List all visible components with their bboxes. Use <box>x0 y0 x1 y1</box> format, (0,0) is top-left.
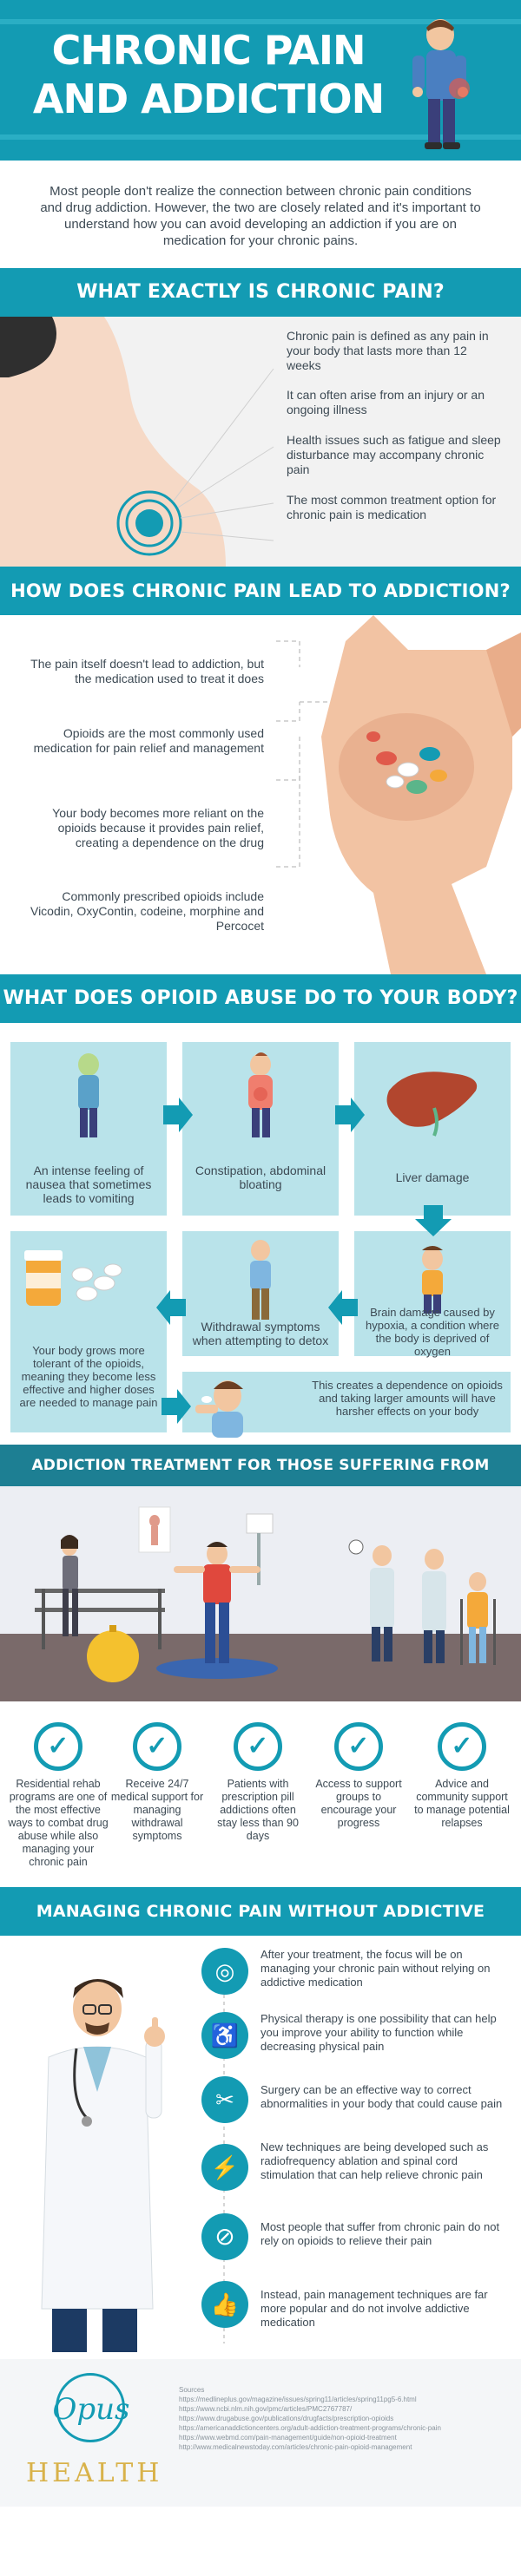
section1-fact-2: Health issues such as fatigue and sleep … <box>287 433 501 476</box>
source-link[interactable]: https://www.webmd.com/pain-management/gu… <box>179 2434 397 2442</box>
surgery-icon: ✂ <box>201 2076 248 2123</box>
target-icon: ◎ <box>201 1948 248 1995</box>
source-link[interactable]: http://www.medicalnewstoday.com/articles… <box>179 2443 412 2451</box>
logo[interactable]: Opus HEALTH <box>26 2373 163 2494</box>
section1-fact-0: Chronic pain is defined as any pain in y… <box>287 329 489 372</box>
section1-fact-1: It can often arise from an injury or an … <box>287 388 485 416</box>
manage-item-0: ◎ After your treatment, the focus will b… <box>201 1946 514 2000</box>
manage-item-text: Physical therapy is one possibility that… <box>260 2012 497 2053</box>
section5-body: ◎ After your treatment, the focus will b… <box>0 1936 521 2359</box>
physical-therapy-icon: ♿ <box>201 2012 248 2059</box>
source-link[interactable]: https://www.ncbi.nlm.nih.gov/pmc/article… <box>179 2405 353 2413</box>
shoulder-pain-illustration <box>0 317 274 567</box>
doctor-thumbs-up-illustration <box>41 1967 225 2352</box>
treatment-item-text: Access to support groups to encourage yo… <box>315 1778 402 1829</box>
check-icon: ✓ <box>133 1722 181 1771</box>
section2-fact-3: Commonly prescribed opioids include Vico… <box>30 889 264 933</box>
rehab-gym-illustration <box>0 1486 521 1701</box>
effect-brain-label: Brain damage caused by hypoxia, a condit… <box>366 1306 499 1358</box>
section1-fact-3: The most common treatment option for chr… <box>287 493 497 521</box>
opioid-effects-graphic <box>10 1042 511 1438</box>
effect-nausea-label: An intense feeling of nausea that someti… <box>25 1163 152 1205</box>
logo-word: HEALTH <box>26 2458 163 2488</box>
section3-title: WHAT DOES OPIOID ABUSE DO TO YOUR BODY? <box>3 987 518 1009</box>
treatment-item-text: Patients with prescription pill addictio… <box>217 1778 299 1842</box>
radio-frequency-icon: ⚡ <box>201 2144 248 2191</box>
hand-pills-illustration <box>276 615 521 974</box>
treatment-item-text: Receive 24/7 medical support for managin… <box>110 1778 204 1842</box>
section-title-addiction-treatment: ADDICTION TREATMENT FOR THOSE SUFFERING … <box>0 1445 521 1516</box>
treatment-scene <box>0 1486 521 1701</box>
manage-item-4: ⊘ Most people that suffer from chronic p… <box>201 2212 514 2265</box>
effect-withdrawal-label: Withdrawal symptoms when attempting to d… <box>192 1320 329 1347</box>
logo-script: Opus <box>52 2392 130 2427</box>
section2-fact-1: Opioids are the most commonly used medic… <box>33 726 264 755</box>
section3-body: An intense feeling of nausea that someti… <box>0 1023 521 1445</box>
effect-liver-label: Liver damage <box>395 1170 470 1184</box>
page-title: CHRONIC PAIN AND ADDICTION <box>26 26 391 123</box>
manage-item-1: ♿ Physical therapy is one possibility th… <box>201 2010 514 2064</box>
page-title-line2: AND ADDICTION <box>32 75 385 122</box>
sources-label: Sources <box>179 2386 205 2394</box>
person-back-pain-illustration <box>412 19 470 149</box>
manage-item-5: 👍 Instead, pain management techniques ar… <box>201 2279 514 2333</box>
treatment-item-0: ✓ Residential rehab programs are one of … <box>7 1722 109 1869</box>
treatment-item-text: Residential rehab programs are one of th… <box>8 1778 109 1868</box>
section-title-opioid-abuse: WHAT DOES OPIOID ABUSE DO TO YOUR BODY? <box>0 974 521 1033</box>
page-title-line1: CHRONIC PAIN <box>51 27 366 74</box>
manage-item-text: After your treatment, the focus will be … <box>260 1948 491 1989</box>
manage-item-text: New techniques are being developed such … <box>260 2140 489 2181</box>
manage-item-text: Surgery can be an effective way to corre… <box>260 2083 503 2110</box>
manage-item-text: Most people that suffer from chronic pai… <box>260 2220 500 2247</box>
sources: Sources https://medlineplus.gov/magazine… <box>179 2385 514 2452</box>
manage-item-text: Instead, pain management techniques are … <box>260 2288 488 2329</box>
section-title-what-is-chronic-pain: WHAT EXACTLY IS CHRONIC PAIN? <box>0 268 521 327</box>
header-stripes <box>0 19 521 140</box>
section-title-managing-pain: MANAGING CHRONIC PAIN WITHOUT ADDICTIVE … <box>0 1887 521 1970</box>
section-title-how-leads-to-addiction: HOW DOES CHRONIC PAIN LEAD TO ADDICTION? <box>0 567 521 626</box>
check-icon: ✓ <box>234 1722 282 1771</box>
thumbs-up-icon: 👍 <box>201 2281 248 2328</box>
intro-text: Most people don't realize the connection… <box>40 184 481 248</box>
section2-title: HOW DOES CHRONIC PAIN LEAD TO ADDICTION? <box>10 580 511 601</box>
section2-fact-2: Your body becomes more reliant on the op… <box>52 806 264 849</box>
treatment-item-1: ✓ Receive 24/7 medical support for manag… <box>109 1722 205 1843</box>
check-icon: ✓ <box>34 1722 82 1771</box>
check-icon: ✓ <box>438 1722 486 1771</box>
treatment-item-4: ✓ Advice and community support to manage… <box>412 1722 512 1830</box>
section2-fact-0: The pain itself doesn't lead to addictio… <box>30 657 264 685</box>
section1-body: Chronic pain is defined as any pain in y… <box>0 317 521 567</box>
section1-title: WHAT EXACTLY IS CHRONIC PAIN? <box>76 281 445 303</box>
section2-body: The pain itself doesn't lead to addictio… <box>0 615 521 974</box>
source-link[interactable]: https://americanaddictioncenters.org/adu… <box>179 2424 441 2432</box>
treatment-items: ✓ Residential rehab programs are one of … <box>0 1701 521 1887</box>
effect-tolerance-label: Your body grows more tolerant of the opi… <box>19 1344 158 1409</box>
footer: Opus HEALTH Sources https://medlineplus.… <box>0 2359 521 2507</box>
source-link[interactable]: https://www.drugabuse.gov/publications/d… <box>179 2415 394 2422</box>
treatment-item-2: ✓ Patients with prescription pill addict… <box>210 1722 306 1843</box>
manage-item-3: ⚡ New techniques are being developed suc… <box>201 2139 514 2199</box>
logo-mark <box>56 2373 125 2442</box>
treatment-item-text: Advice and community support to manage p… <box>414 1778 510 1829</box>
manage-item-2: ✂ Surgery can be an effective way to cor… <box>201 2075 514 2128</box>
no-pills-icon: ⊘ <box>201 2213 248 2260</box>
effect-dependence-label: This creates a dependence on opioids and… <box>312 1379 503 1418</box>
header-banner: CHRONIC PAIN AND ADDICTION <box>0 0 521 161</box>
effect-constipation-label: Constipation, abdominal bloating <box>195 1163 326 1191</box>
source-link[interactable]: https://medlineplus.gov/magazine/issues/… <box>179 2396 417 2403</box>
treatment-item-3: ✓ Access to support groups to encourage … <box>311 1722 406 1830</box>
check-icon: ✓ <box>334 1722 383 1771</box>
